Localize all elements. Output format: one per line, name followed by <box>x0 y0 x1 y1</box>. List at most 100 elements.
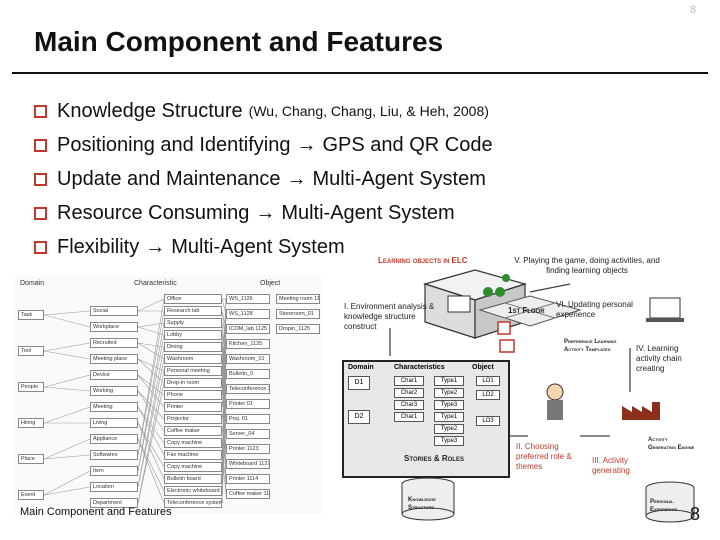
square-bullet-icon <box>34 206 47 220</box>
graph-edge <box>137 358 165 488</box>
type-cell: Type1 <box>434 412 464 422</box>
graph-characteristic-node: Dining <box>164 342 222 352</box>
graph-edge <box>137 346 165 488</box>
graph-edge <box>137 298 165 456</box>
graph-characteristic-node: Department <box>90 498 138 508</box>
graph-edge <box>137 370 165 504</box>
type-cell: Type2 <box>434 424 464 434</box>
domain-cell: D1 <box>348 376 370 390</box>
object-cell: LO2 <box>476 390 500 400</box>
bullet-text: Positioning and Identifying <box>57 133 291 156</box>
top-slide-number: 8 <box>689 4 696 16</box>
qr-code-icon <box>497 321 511 335</box>
graph-object-node: Printer 1123 <box>226 444 270 454</box>
graph-object-node: WS_1128 <box>226 309 270 319</box>
step6-label: VI. Updating personal experience <box>556 300 633 319</box>
graph-edge <box>43 374 91 388</box>
graph-edge <box>221 313 227 468</box>
graph-edge <box>43 314 91 328</box>
graph-edge <box>43 386 91 392</box>
graph-characteristic-node: Printer <box>164 402 222 412</box>
bullet-target: Multi-Agent System <box>312 167 486 190</box>
char-cell: Char3 <box>394 400 424 410</box>
graph-domain-node: Event <box>18 490 44 500</box>
graph-object-node: Proj. 01 <box>226 414 270 424</box>
graph-edge <box>137 390 165 432</box>
graph-header-object: Object <box>260 280 281 287</box>
graph-edge <box>137 422 165 468</box>
bullet-text: Resource Consuming <box>57 201 250 224</box>
graph-characteristic-node: Bulletin board <box>164 474 222 484</box>
bullet-text: Update and Maintenance <box>57 167 281 190</box>
arrow-right-icon: → <box>296 133 317 156</box>
citation: (Wu, Chang, Chang, Liu, & Heh, 2008) <box>248 103 489 119</box>
graph-edge <box>137 310 165 456</box>
graph-edge <box>137 298 165 312</box>
graph-characteristic-node: Teleconference system <box>164 498 222 508</box>
graph-object-node: ICOM_lab 1125 <box>226 324 270 334</box>
graph-edge <box>43 438 91 460</box>
graph-characteristic-node: Social <box>90 306 138 316</box>
graph-characteristic-node: Supply <box>164 318 222 328</box>
graph-edges <box>43 298 227 504</box>
square-bullet-icon <box>34 172 47 186</box>
graph-characteristic-node: Recruited <box>90 338 138 348</box>
slide-footer: Main Component and Features <box>20 506 172 518</box>
graph-characteristic-node: Working <box>90 386 138 396</box>
graph-edge <box>137 322 165 472</box>
graph-domain-node: Hiring <box>18 418 44 428</box>
arrow-right-icon: → <box>255 201 276 224</box>
graph-edge <box>43 486 91 496</box>
step2-label: II. Choosing preferred role & themes <box>516 442 572 471</box>
graph-characteristic-node: Research lab <box>164 306 222 316</box>
graph-object-node: Dropin_1125 <box>276 324 320 334</box>
graph-characteristic-node: Fax machine <box>164 450 222 460</box>
arrow-right-icon: → <box>286 167 307 190</box>
graph-edge <box>43 342 91 352</box>
feature-list: Knowledge Structure (Wu, Chang, Chang, L… <box>34 94 493 264</box>
graph-characteristic-node: Personal meeting <box>164 366 222 376</box>
graph-characteristic-node: Appliance <box>90 434 138 444</box>
stories-roles-label: Stories & Roles <box>404 454 464 463</box>
bullet-target: Multi-Agent System <box>281 201 455 224</box>
floor-plan-icon <box>478 295 582 327</box>
graph-characteristic-node: Washroom <box>164 354 222 364</box>
graph-edge <box>43 310 91 316</box>
bullet-item: Update and Maintenance → Multi-Agent Sys… <box>34 162 493 196</box>
step1-label: I. Environment analysis & knowledge stru… <box>344 302 435 331</box>
graph-object-node: Storeroom_01 <box>276 309 320 319</box>
graph-domain-node: Tool <box>18 346 44 356</box>
graph-characteristic-node: Lobby <box>164 330 222 340</box>
graph-edge <box>43 470 91 496</box>
graph-edge <box>137 390 165 420</box>
graph-edge <box>137 334 165 472</box>
bullet-target: GPS and QR Code <box>322 133 493 156</box>
square-bullet-icon <box>34 104 47 118</box>
page-number: 8 <box>690 504 701 524</box>
graph-edge <box>221 403 227 504</box>
graph-characteristic-node: Device <box>90 370 138 380</box>
graph-characteristic-node: Drop-in room <box>164 378 222 388</box>
domain-characteristics-table: Domain Characteristics Object D1 D2 Char… <box>342 360 510 478</box>
graph-characteristic-node: Copy machine <box>164 462 222 472</box>
knowledge-db-label: Knowledge Structure <box>408 497 436 511</box>
bullet-item: Knowledge Structure (Wu, Chang, Chang, L… <box>34 94 493 128</box>
bullet-item: Resource Consuming → Multi-Agent System <box>34 196 493 230</box>
graph-object-node: Server_04 <box>226 429 270 439</box>
square-bullet-icon <box>34 138 47 152</box>
graph-characteristic-node: Projector <box>164 414 222 424</box>
graph-edge <box>43 454 91 460</box>
game-scene-diagram: Learning objects in ELC V. Playing the g… <box>330 252 698 530</box>
graph-edge <box>43 350 91 360</box>
graph-characteristic-node: Item <box>90 466 138 476</box>
activity-engine-label: Activity Generating Engine <box>648 437 695 451</box>
preference-templates-label: Preference Learning Activity Templates <box>564 339 617 353</box>
qr-code-icon <box>499 339 515 353</box>
table-header-domain: Domain <box>348 364 374 371</box>
graph-characteristic-node: Meeting place <box>90 354 138 364</box>
step5-label: V. Playing the game, doing activities, a… <box>514 256 660 275</box>
graph-object-node: Meeting room 1126 <box>276 294 320 304</box>
graph-characteristic-node: Electronic whiteboard <box>164 486 222 496</box>
tree-icon <box>483 274 510 297</box>
